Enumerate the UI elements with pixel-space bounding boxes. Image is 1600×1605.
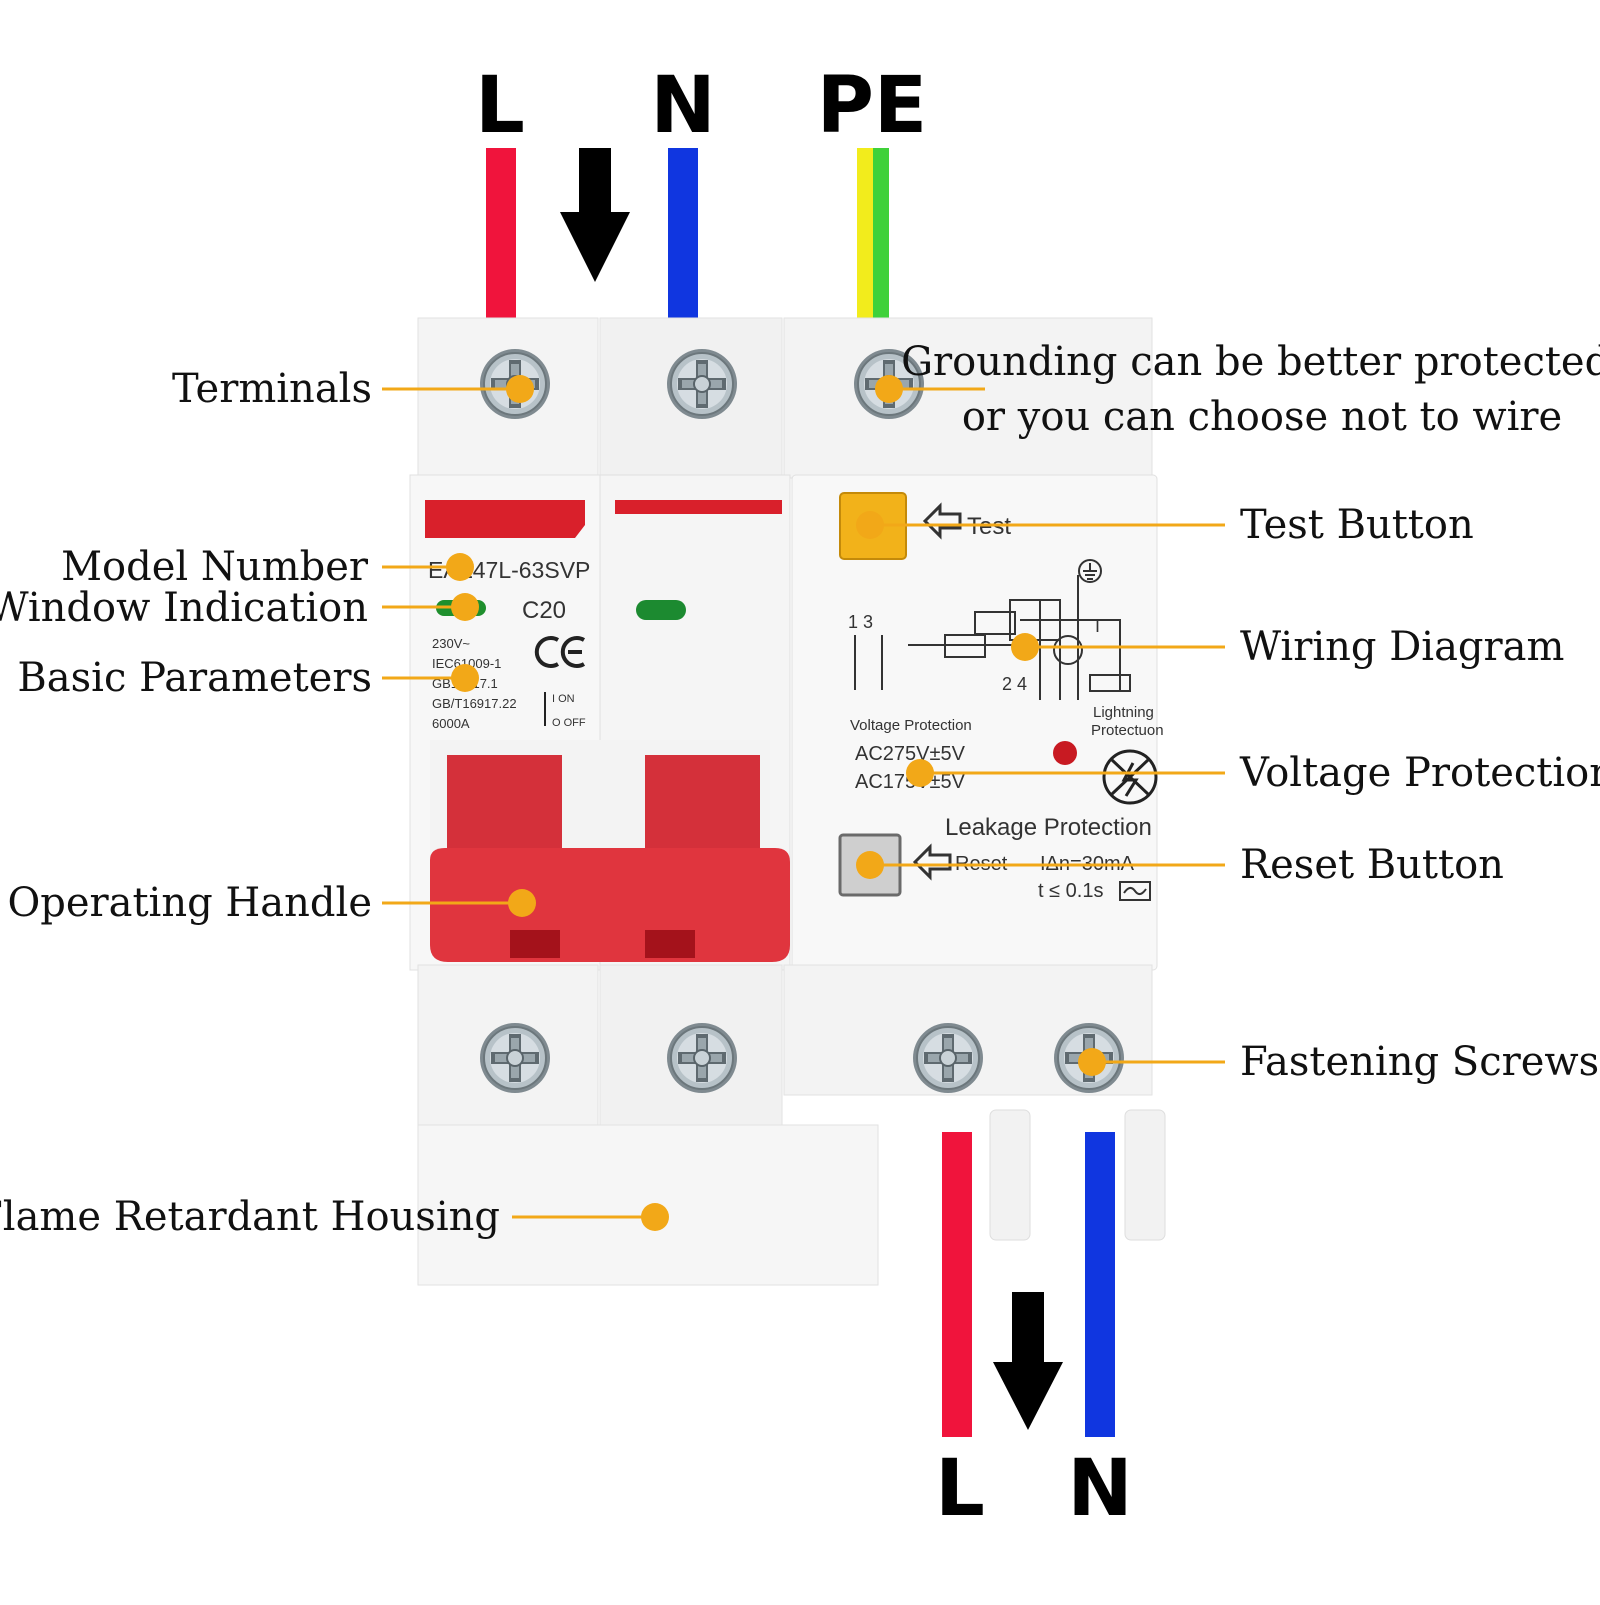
callout-fastening-screws: Fastening Screws bbox=[1240, 1039, 1599, 1085]
param-line-2: IEC61009-1 bbox=[432, 656, 501, 671]
screw-icon bbox=[479, 1022, 551, 1094]
wiring-diagram: 1 3 2 4 T bbox=[848, 575, 1131, 700]
screw-icon bbox=[912, 1022, 984, 1094]
callout-lines bbox=[382, 387, 1225, 1219]
callout-window-indication: Window Indication bbox=[0, 585, 368, 631]
earth-symbol-icon bbox=[1078, 559, 1102, 583]
callout-basic-parameters: Basic Parameters bbox=[17, 655, 372, 701]
ce-mark-icon bbox=[534, 636, 586, 668]
diagram-numbers-bottom: 2 4 bbox=[1002, 674, 1027, 694]
top-label-pe: PE bbox=[817, 61, 927, 151]
ac-wave-icon bbox=[1119, 881, 1151, 901]
off-label: O OFF bbox=[552, 717, 586, 729]
screw-icon bbox=[666, 348, 738, 420]
voltage-protection-title: Voltage Protection bbox=[850, 717, 972, 734]
lightning-label-2: Protectuon bbox=[1091, 722, 1164, 739]
callout-grounding-line2: or you can choose not to wire bbox=[962, 394, 1562, 440]
trip-time-text: t ≤ 0.1s bbox=[1038, 880, 1103, 902]
callout-model-number: Model Number bbox=[61, 544, 369, 590]
lightning-label-1: Lightning bbox=[1093, 704, 1154, 721]
down-arrow-icon bbox=[993, 1292, 1063, 1430]
top-wire-neutral bbox=[668, 148, 698, 318]
bottom-label-n: N bbox=[1067, 1444, 1132, 1534]
param-line-4: GB/T16917.22 bbox=[432, 696, 517, 711]
param-line-5: 6000A bbox=[432, 716, 470, 731]
on-label: I ON bbox=[552, 693, 575, 705]
reset-arrow-icon bbox=[912, 843, 952, 881]
callout-dots bbox=[446, 375, 1106, 1231]
param-line-1: 230V~ bbox=[432, 636, 470, 651]
top-label-n: N bbox=[650, 61, 715, 151]
down-arrow-icon bbox=[560, 148, 630, 282]
bottom-wire-live bbox=[942, 1132, 972, 1437]
top-wire-earth bbox=[857, 148, 889, 318]
bottom-wire-neutral bbox=[1085, 1132, 1115, 1437]
callout-grounding-line1: Grounding can be better protected, bbox=[901, 339, 1600, 385]
top-wire-live bbox=[486, 148, 516, 318]
pole2-red-strip bbox=[615, 500, 782, 514]
callout-flame-retardant-housing: Flame Retardant Housing bbox=[0, 1194, 500, 1240]
callout-voltage-protection: Voltage Protection bbox=[1239, 750, 1600, 796]
callout-test-button: Test Button bbox=[1240, 502, 1474, 548]
voltage-high-text: AC275V±5V bbox=[855, 743, 966, 765]
callout-terminals: Terminals bbox=[172, 366, 372, 412]
pole1-red-strip bbox=[425, 500, 585, 538]
callout-wiring-diagram: Wiring Diagram bbox=[1240, 624, 1564, 670]
top-label-l: L bbox=[475, 61, 525, 151]
operating-handle[interactable] bbox=[430, 740, 790, 962]
leakage-protection-title: Leakage Protection bbox=[945, 814, 1152, 841]
test-arrow-icon bbox=[922, 502, 962, 540]
lightning-indicator-led bbox=[1053, 741, 1077, 765]
bottom-label-l: L bbox=[935, 1444, 985, 1534]
rating-text: C20 bbox=[522, 597, 566, 624]
diagram-numbers-top: 1 3 bbox=[848, 612, 873, 632]
pole2-window-indicator bbox=[636, 600, 686, 620]
callout-reset-button: Reset Button bbox=[1240, 842, 1504, 888]
diagram-t-label: T bbox=[1092, 616, 1103, 636]
callout-operating-handle: Operating Handle bbox=[7, 880, 372, 926]
screw-icon bbox=[666, 1022, 738, 1094]
